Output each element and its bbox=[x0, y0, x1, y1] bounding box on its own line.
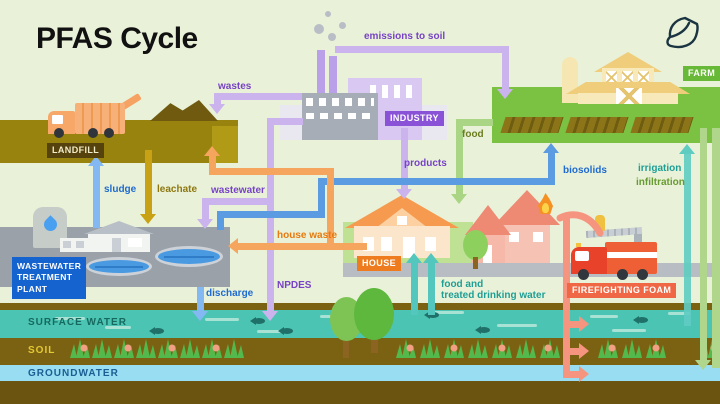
products-label: products bbox=[404, 158, 447, 169]
truck-wheel bbox=[617, 269, 628, 280]
npdes-label: NPDES bbox=[277, 280, 312, 291]
firefighting-foam-tag: FIREFIGHTING FOAM bbox=[567, 283, 677, 298]
surface-water-label: SURFACE WATER bbox=[28, 317, 127, 328]
food-label: food bbox=[462, 129, 484, 140]
truck-stripe bbox=[605, 252, 657, 258]
farm-tag: FARM bbox=[683, 66, 720, 81]
landfill-mound bbox=[150, 100, 218, 121]
fish bbox=[424, 311, 439, 319]
infiltration-label: infiltration bbox=[636, 177, 685, 188]
clarifier-tank bbox=[86, 257, 152, 276]
smokestack bbox=[329, 56, 337, 95]
truck-wheel bbox=[54, 128, 64, 138]
crop-row bbox=[500, 117, 564, 133]
soil-grass bbox=[70, 339, 720, 358]
wave bbox=[257, 330, 283, 333]
fish bbox=[633, 316, 648, 324]
smoke-puff bbox=[328, 33, 336, 41]
riverbank-tree-canopy bbox=[354, 288, 394, 340]
smoke-puff bbox=[314, 24, 324, 34]
discharge-label: discharge bbox=[206, 288, 254, 299]
truck-window bbox=[52, 115, 63, 124]
house-window bbox=[363, 237, 374, 251]
fish bbox=[278, 327, 293, 335]
wwtp-building-low-windows bbox=[63, 241, 101, 248]
wave bbox=[668, 312, 690, 315]
wwtp-building-window bbox=[128, 238, 142, 247]
yard-tree-trunk bbox=[473, 257, 478, 269]
groundwater-band bbox=[0, 365, 720, 381]
waste-pile bbox=[212, 126, 238, 163]
neighbor-house-door bbox=[483, 245, 492, 263]
food-treated-drinking-water-label: food and treated drinking water bbox=[441, 279, 546, 301]
deep-ground-band bbox=[0, 381, 720, 404]
wave bbox=[590, 315, 618, 318]
clarifier-tank bbox=[155, 246, 223, 267]
wave bbox=[205, 318, 239, 321]
neighbor-house-body bbox=[502, 225, 550, 263]
leachate-label: leachate bbox=[157, 184, 198, 195]
truck-body bbox=[605, 242, 657, 274]
truck-wheel bbox=[578, 269, 589, 280]
crop-row bbox=[565, 117, 629, 133]
firefighter bbox=[595, 215, 605, 231]
wastes-label: wastes bbox=[218, 81, 252, 92]
house-waste-label: house waste bbox=[277, 230, 338, 241]
truck-wheel bbox=[637, 269, 648, 280]
truck-wheel bbox=[104, 128, 114, 138]
house-attic-window bbox=[397, 216, 407, 225]
barn-window bbox=[638, 71, 649, 84]
landfill-tag: LANDFILL bbox=[47, 143, 105, 158]
truck-cab-window bbox=[575, 251, 589, 261]
truck-body bbox=[75, 103, 125, 134]
wave bbox=[430, 311, 464, 314]
truck-beacon bbox=[576, 243, 581, 247]
wwtp-building-door bbox=[112, 238, 121, 252]
wwtp-tag: WASTEWATER TREATMENT PLANT bbox=[12, 257, 86, 300]
foam-spray bbox=[556, 211, 604, 237]
house-tag: HOUSE bbox=[357, 256, 402, 271]
groundwater-label: GROUNDWATER bbox=[28, 368, 119, 379]
fish bbox=[250, 317, 265, 325]
edge-flow-line bbox=[712, 128, 720, 368]
smokestack bbox=[317, 50, 325, 95]
riverbank-tree-trunk bbox=[343, 330, 349, 358]
sludge-label: sludge bbox=[104, 184, 137, 195]
house-door bbox=[403, 237, 415, 258]
smoke-puff bbox=[325, 11, 331, 17]
crop-row bbox=[630, 117, 694, 133]
fish bbox=[149, 327, 164, 335]
barn-window bbox=[622, 71, 633, 84]
logo-bird-icon bbox=[666, 16, 699, 49]
ladder-support bbox=[634, 234, 642, 246]
irrigation-label: irrigation bbox=[638, 163, 682, 174]
wave bbox=[497, 324, 537, 327]
fish bbox=[475, 326, 490, 334]
industry-gray-windows-row1 bbox=[306, 98, 374, 106]
wastewater-label: wastewater bbox=[211, 185, 265, 196]
industry-tag: INDUSTRY bbox=[385, 111, 444, 126]
industry-gray-windows-row2 bbox=[306, 113, 374, 119]
house-window bbox=[381, 237, 392, 251]
yard-tree-canopy bbox=[463, 230, 488, 260]
emissions-to-soil-label: emissions to soil bbox=[364, 31, 446, 42]
neighbor-house-window bbox=[509, 232, 519, 242]
wave bbox=[55, 317, 85, 320]
page-title: PFAS Cycle bbox=[36, 22, 198, 55]
smoke-puff bbox=[339, 22, 346, 29]
biosolids-label: biosolids bbox=[563, 165, 607, 176]
house-window bbox=[425, 237, 436, 251]
neighbor-house-window bbox=[533, 232, 543, 242]
truck-wheel bbox=[88, 128, 98, 138]
silo bbox=[562, 57, 578, 103]
wave bbox=[105, 326, 131, 329]
fire-flame-inner bbox=[542, 203, 549, 213]
barn-window bbox=[606, 71, 617, 84]
soil-label: SOIL bbox=[28, 345, 56, 356]
barn-door bbox=[616, 88, 642, 104]
industry-purple-windows bbox=[370, 85, 418, 98]
wave bbox=[612, 329, 646, 332]
